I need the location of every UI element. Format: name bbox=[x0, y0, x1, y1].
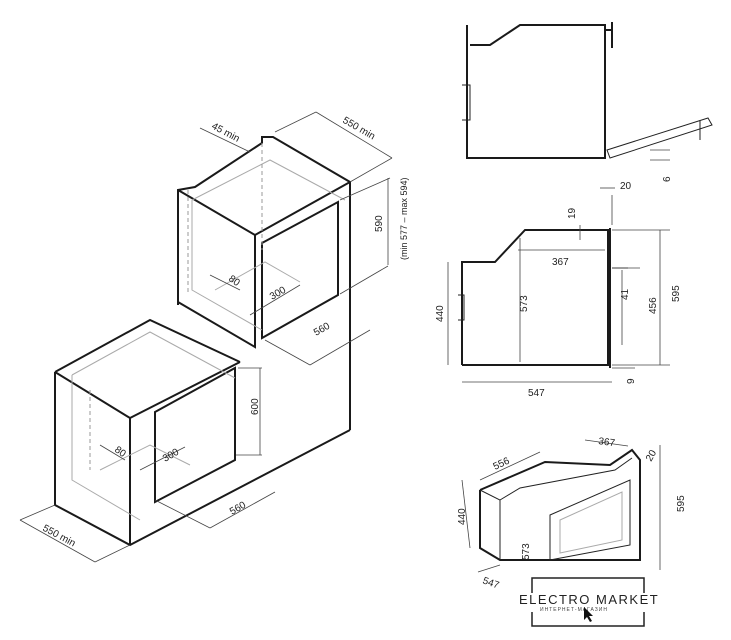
panel-offset-label: 41 bbox=[620, 288, 631, 300]
inner-height-label: 573 bbox=[519, 295, 530, 312]
persp-front-depth-label: 20 bbox=[644, 448, 659, 464]
persp-top-depth-label: 367 bbox=[598, 436, 616, 449]
top-depth-label: 367 bbox=[552, 257, 569, 268]
door-height-label: 456 bbox=[648, 297, 659, 314]
bottom-offset-label: 9 bbox=[626, 378, 637, 384]
perspective-view bbox=[461, 439, 661, 573]
total-height-label: 595 bbox=[671, 285, 682, 302]
rear-height-label: 440 bbox=[435, 305, 446, 322]
logo-title: ELECTRO MARKET bbox=[519, 592, 659, 607]
persp-depth-label: 556 bbox=[492, 456, 512, 473]
lower-depth-label: 550 min bbox=[41, 523, 78, 549]
lower-width-label: 560 bbox=[228, 500, 248, 518]
upper-depth-gap-label: 45 min bbox=[210, 121, 242, 145]
logo-subtitle: ИНТЕРНЕТ-МАГАЗИН bbox=[540, 607, 608, 613]
upper-height-label: 590 bbox=[374, 215, 385, 232]
door-gap-label: 6 bbox=[662, 176, 673, 182]
upper-depth-label: 550 min bbox=[341, 115, 377, 142]
side-view-door-open bbox=[462, 22, 713, 161]
lower-height-label: 600 bbox=[250, 398, 261, 415]
upper-cabinet bbox=[177, 111, 393, 430]
upper-vent-width-label: 300 bbox=[268, 285, 288, 303]
upper-height-range-label: (min 577 – max 594) bbox=[399, 177, 409, 260]
side-view-dimensions bbox=[447, 187, 670, 383]
lower-vent-depth-label: 80 bbox=[112, 444, 128, 460]
top-offset-label: 19 bbox=[567, 207, 578, 219]
persp-inner-height-label: 573 bbox=[521, 543, 532, 560]
upper-width-label: 560 bbox=[312, 321, 332, 339]
front-depth-label: 20 bbox=[620, 181, 632, 192]
total-depth-label: 547 bbox=[528, 388, 545, 399]
persp-height-label: 595 bbox=[676, 495, 687, 512]
persp-rear-height-label: 440 bbox=[457, 508, 468, 525]
lower-vent-width-label: 300 bbox=[161, 447, 181, 465]
cursor-icon bbox=[584, 607, 593, 622]
lower-cabinet bbox=[19, 318, 351, 563]
electro-market-logo: ELECTRO MARKET ИНТЕРНЕТ-МАГАЗИН bbox=[519, 577, 659, 627]
persp-bottom-depth-label: 547 bbox=[481, 575, 501, 591]
